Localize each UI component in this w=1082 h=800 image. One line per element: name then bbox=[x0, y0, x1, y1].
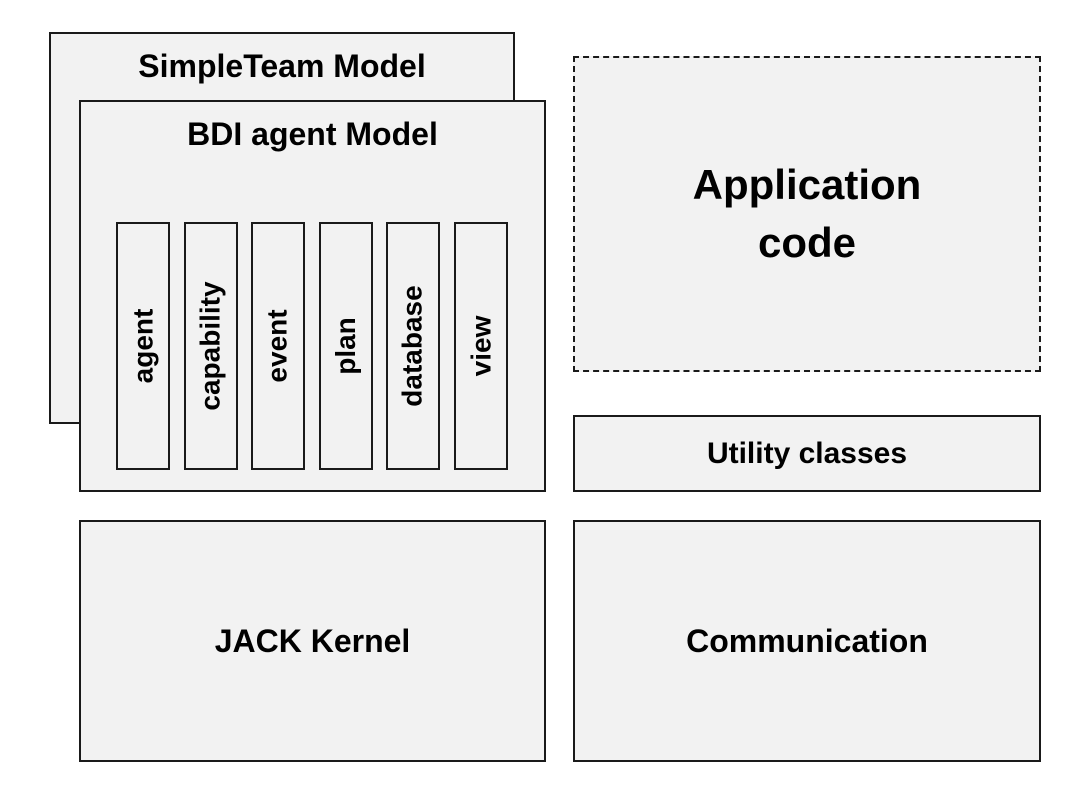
component-view-label: view bbox=[465, 315, 497, 377]
component-capability: capability bbox=[184, 222, 238, 470]
application-code-line1: Application bbox=[692, 161, 922, 208]
application-code-label: Application code bbox=[575, 58, 1039, 370]
bdi-agent-model-title: BDI agent Model bbox=[187, 116, 438, 152]
component-event: event bbox=[251, 222, 305, 470]
component-agent: agent bbox=[116, 222, 170, 470]
utility-classes-label: Utility classes bbox=[706, 436, 908, 470]
component-plan: plan bbox=[319, 222, 373, 470]
simpleteam-model-title: SimpleTeam Model bbox=[138, 48, 426, 84]
utility-classes-box: Utility classes bbox=[573, 415, 1041, 492]
application-code-line2: code bbox=[757, 219, 857, 266]
component-agent-label: agent bbox=[127, 308, 158, 384]
component-plan-label: plan bbox=[330, 317, 361, 375]
bdi-agent-model-box: BDI agent Model agent capability event p… bbox=[79, 100, 546, 492]
jack-kernel-label: JACK Kernel bbox=[214, 622, 411, 659]
component-database-label: database bbox=[397, 285, 428, 407]
component-capability-label: capability bbox=[195, 281, 227, 411]
application-code-box: Application code bbox=[573, 56, 1041, 372]
jack-kernel-box: JACK Kernel bbox=[79, 520, 546, 762]
component-event-label: event bbox=[262, 309, 293, 383]
communication-label: Communication bbox=[686, 622, 928, 659]
component-view: view bbox=[454, 222, 508, 470]
component-database: database bbox=[386, 222, 440, 470]
communication-box: Communication bbox=[573, 520, 1041, 762]
